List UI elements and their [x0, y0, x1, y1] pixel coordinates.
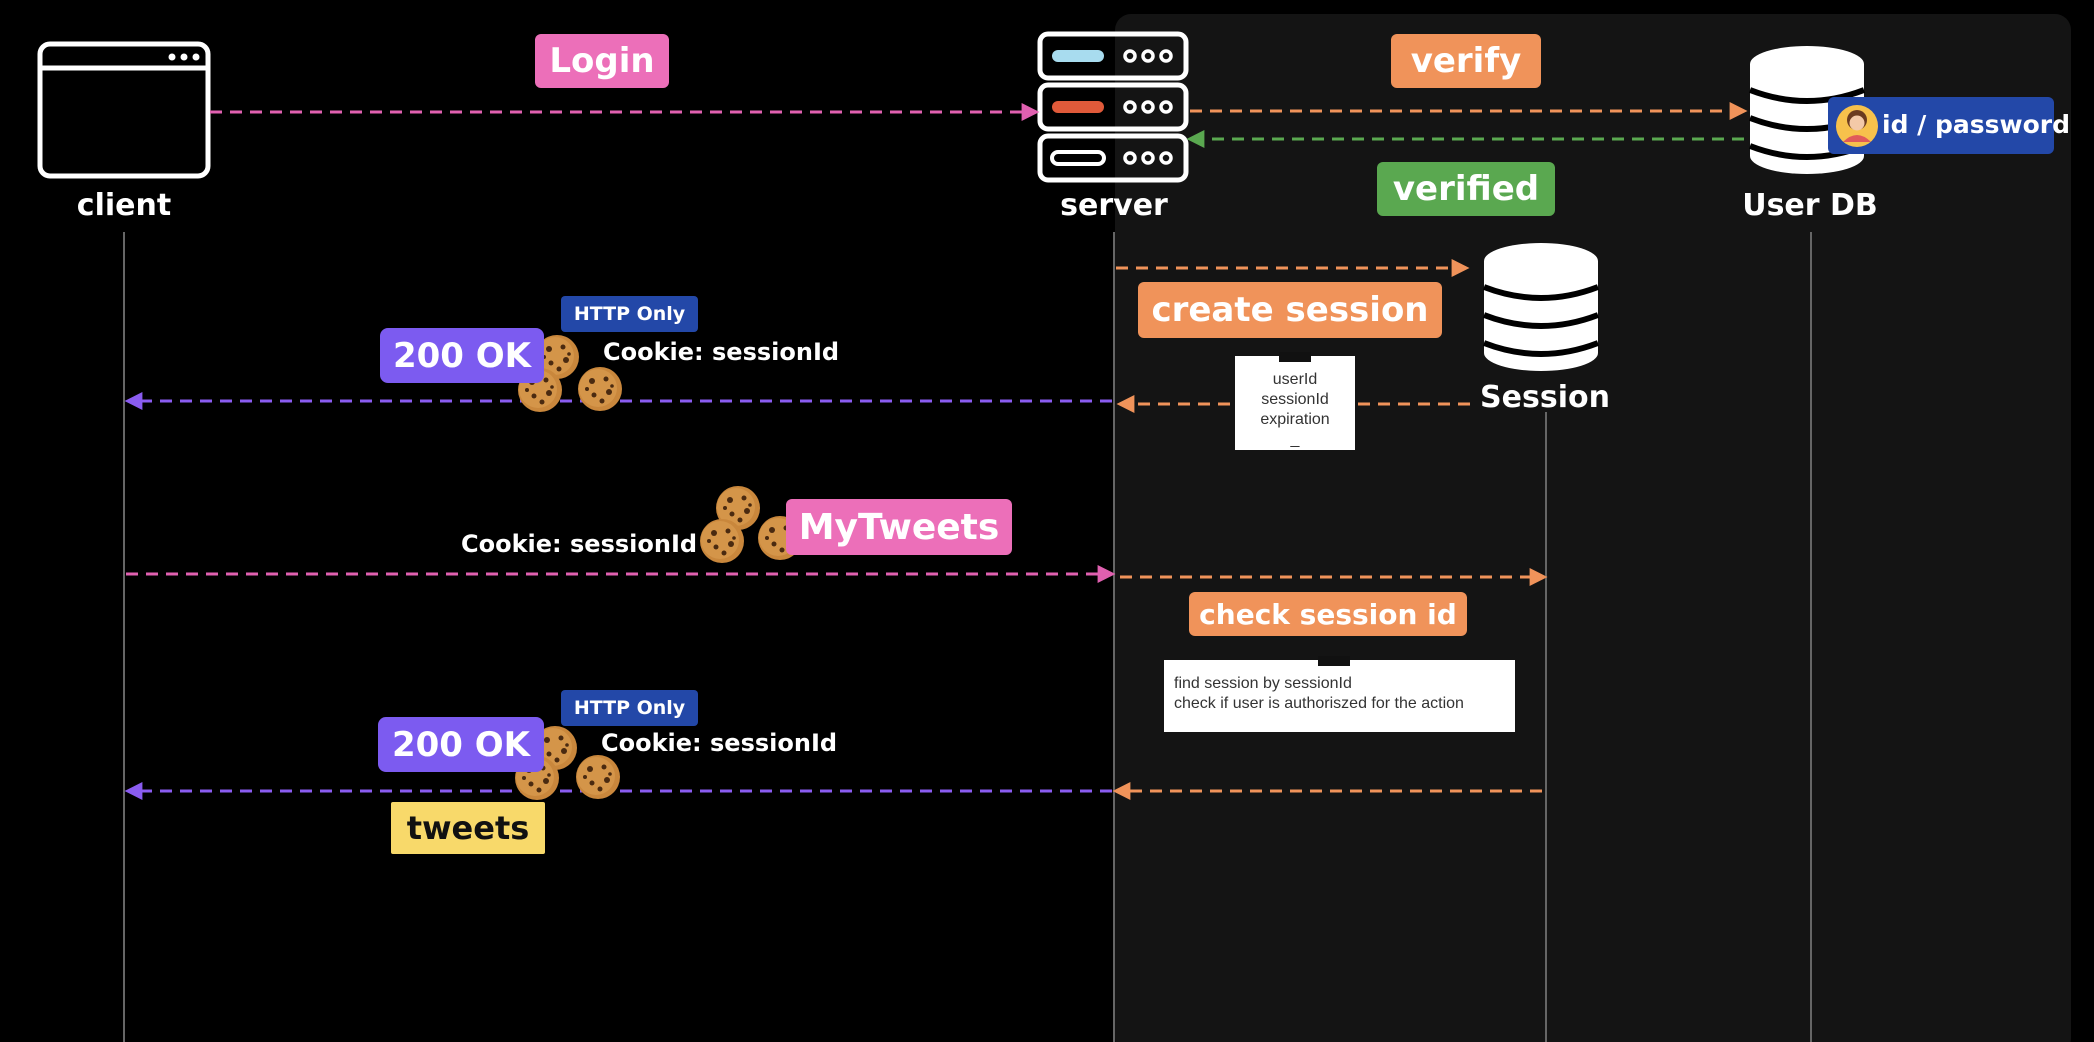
id-password-badge: [1828, 97, 2054, 154]
mytweets-label: MyTweets: [786, 499, 1012, 555]
ok-status-label: 200 OK: [380, 328, 544, 383]
ok-status-label: 200 OK: [378, 717, 544, 772]
user-db-label: User DB: [1742, 188, 1878, 223]
session-check-note: find session by sessionId check if user …: [1164, 656, 1515, 732]
id-password-label: id / password: [1882, 110, 2071, 139]
session-record-note: userId sessionId expiration _: [1235, 352, 1355, 450]
session-label: Session: [1480, 380, 1610, 415]
cookie-icon: [578, 367, 622, 411]
note-line: sessionId: [1261, 391, 1329, 408]
cookie-header-label: Cookie: sessionId: [603, 338, 840, 366]
session-db-icon: [1482, 243, 1600, 371]
cookie-icon: [576, 755, 620, 799]
note-line: _: [1290, 431, 1300, 448]
user-avatar-icon: [1836, 105, 1878, 147]
note-line: userId: [1272, 371, 1318, 388]
server-side-panel: [1115, 14, 2071, 1042]
note-line: check if user is authoriszed for the act…: [1174, 695, 1464, 712]
tweets-label: tweets: [391, 802, 545, 854]
note-line: expiration: [1260, 411, 1330, 428]
note-tape: [1318, 656, 1350, 666]
client-label: client: [76, 188, 172, 223]
server-label: server: [1060, 188, 1168, 223]
verify-label: verify: [1391, 34, 1541, 88]
note-tape: [1279, 352, 1311, 362]
cookie-header-label: Cookie: sessionId: [601, 729, 838, 757]
verified-label: verified: [1377, 162, 1555, 216]
cookie-icon: [700, 519, 744, 563]
http-only-badge: HTTP Only: [561, 296, 698, 332]
login-label: Login: [535, 34, 669, 88]
http-only-badge: HTTP Only: [561, 690, 698, 726]
note-line: find session by sessionId: [1174, 675, 1352, 692]
server-rack-icon: [1037, 31, 1189, 183]
browser-window-icon: [37, 41, 211, 179]
create-session-label: create session: [1138, 282, 1442, 338]
check-session-label: check session id: [1189, 592, 1467, 636]
cookie-request-label: Cookie: sessionId: [461, 530, 698, 558]
